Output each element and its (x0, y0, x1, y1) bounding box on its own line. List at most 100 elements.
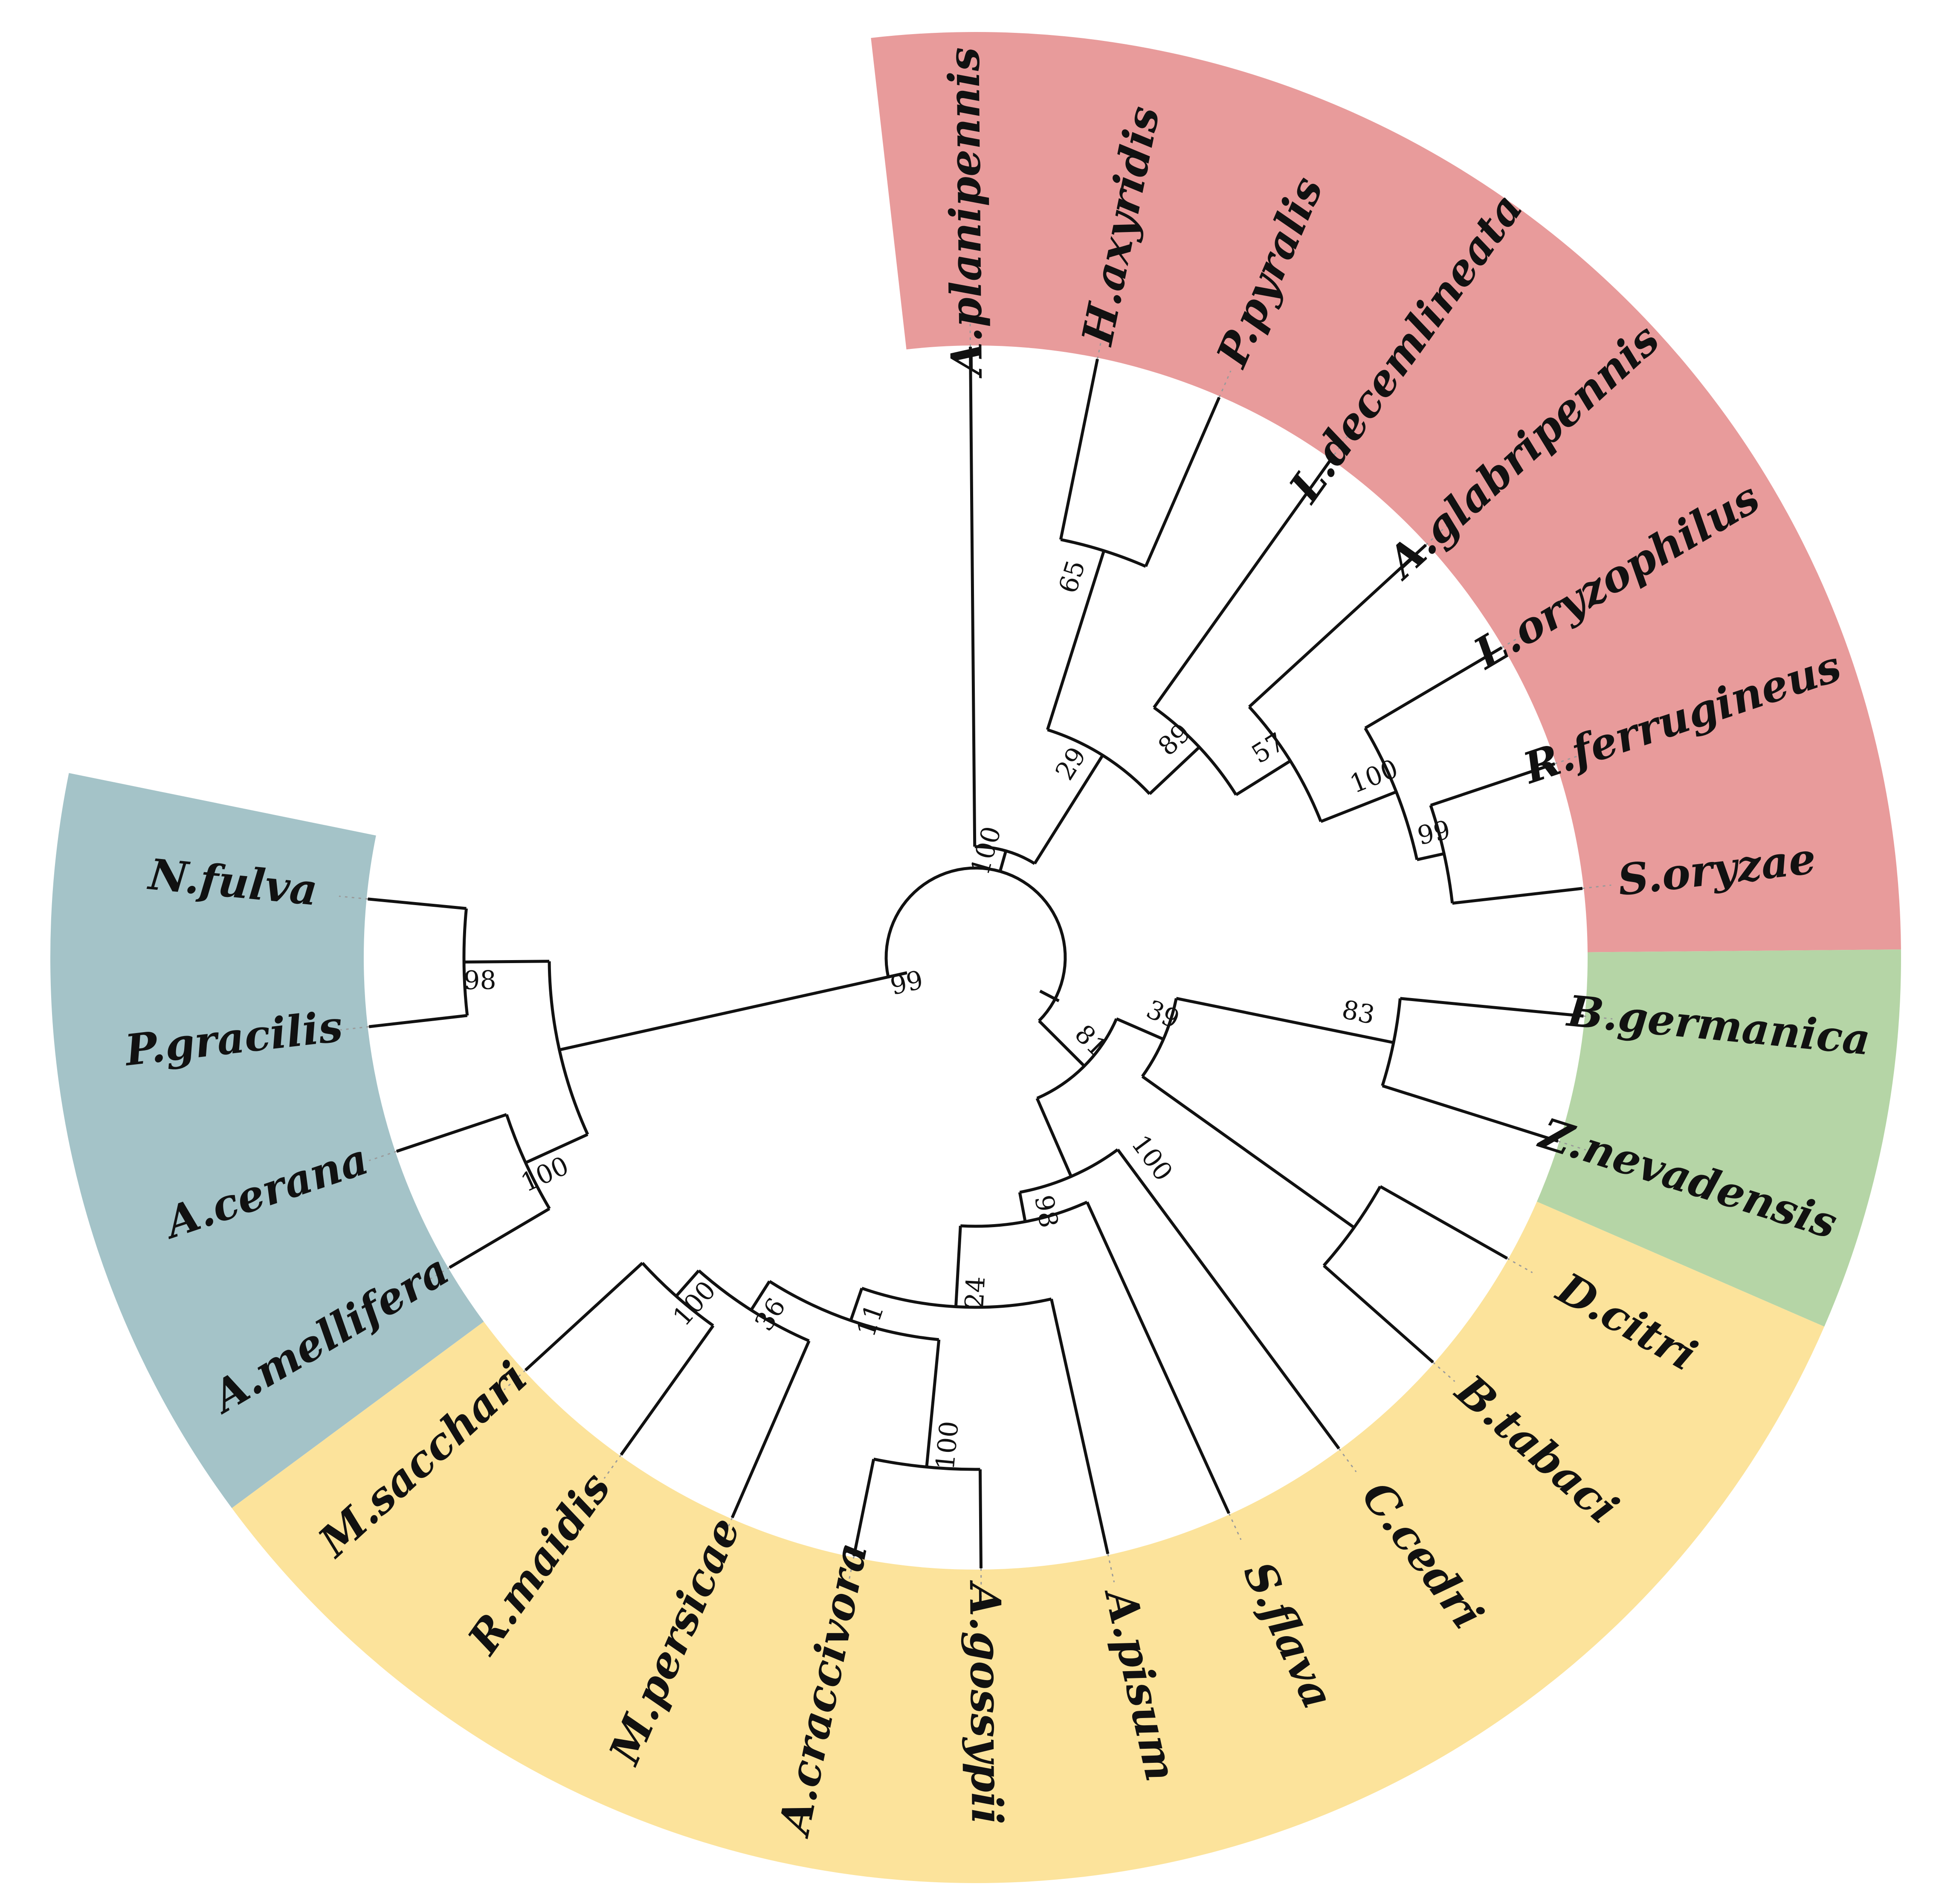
leader-line (1218, 370, 1232, 398)
tree-branches (368, 347, 1584, 1568)
leader-line (369, 1150, 397, 1161)
leader-line (424, 1267, 450, 1283)
branch-segment-7 (1323, 1264, 1434, 1364)
leader-line (1507, 1257, 1533, 1273)
clade-color-ring (50, 32, 1901, 1883)
branch-segment-22 (1116, 1149, 1139, 1178)
branch-arc (1322, 1186, 1382, 1267)
branch-segment-17 (620, 1324, 715, 1456)
branch-arc (960, 1201, 1088, 1228)
branch-segment-16 (675, 1269, 700, 1297)
branch-arc (1429, 804, 1454, 904)
leader-line (720, 1517, 733, 1545)
root-stub (1039, 990, 1060, 1002)
leader-line (1501, 632, 1527, 648)
branch-arc (698, 1269, 810, 1342)
clade-sector-hemiptera (232, 1202, 1825, 1883)
branch-arc (1047, 728, 1151, 795)
leader-line (1107, 1553, 1115, 1582)
branch-arc (1381, 998, 1402, 1086)
branch-segment-26 (525, 1133, 588, 1164)
branch-segment-25 (559, 971, 907, 1051)
leader-line (1425, 525, 1448, 546)
leader-line (1558, 1141, 1586, 1151)
branch-segment-42 (1320, 790, 1397, 823)
leader-line (340, 1026, 369, 1031)
branch-segment-37 (1144, 397, 1221, 567)
branch-segment-38 (1148, 746, 1200, 795)
branch-segment-20 (978, 1469, 983, 1568)
branch-arc (462, 908, 469, 1016)
support-value: 57 (1246, 727, 1290, 770)
support-value: 83 (1339, 995, 1377, 1030)
branch-arc (1019, 1148, 1119, 1194)
support-value: 99 (887, 965, 926, 1001)
leader-line (1338, 1448, 1357, 1472)
branch-segment-34 (1033, 754, 1104, 865)
branch-arc (768, 1280, 939, 1341)
branch-segment-31 (368, 897, 467, 910)
branch-segment-9 (1018, 1192, 1027, 1222)
branch-arc (1248, 705, 1322, 822)
branch-arc (1364, 727, 1419, 860)
leader-line (847, 1556, 855, 1585)
branch-segment-12 (1050, 1298, 1110, 1554)
branch-segment-28 (396, 1113, 507, 1153)
branch-segment-10 (1086, 1201, 1231, 1514)
branch-arc (1153, 706, 1238, 796)
branch-segment-19 (925, 1339, 941, 1467)
support-value: 65 (1053, 557, 1091, 597)
branch-segment-40 (1235, 760, 1291, 796)
leader-line (1097, 330, 1104, 360)
branch-arc (1141, 998, 1178, 1077)
branch-arc (873, 1457, 980, 1471)
support-value: 100 (1125, 1129, 1178, 1187)
branch-arc (861, 1287, 1052, 1309)
branch-segment-5 (1141, 1075, 1355, 1229)
branch-segment-35 (1046, 550, 1106, 730)
root-arc (884, 866, 1067, 1022)
support-value: 99 (1415, 815, 1453, 851)
label-leader-lines (339, 318, 1613, 1597)
branch-arc (974, 845, 1036, 865)
branch-arc (641, 1262, 714, 1327)
support-value: 39 (1142, 994, 1184, 1035)
leader-line (603, 1454, 622, 1479)
branch-arc (1060, 538, 1147, 568)
branch-segment-33 (969, 347, 977, 847)
branch-segment-15 (730, 1340, 811, 1518)
leader-line (1432, 1361, 1455, 1382)
leader-line (969, 318, 971, 347)
branch-segment-4 (1382, 1084, 1559, 1143)
leader-line (339, 895, 368, 900)
branch-segment-30 (368, 1014, 468, 1028)
leader-line (1554, 754, 1583, 765)
branch-segment-36 (1059, 359, 1099, 540)
support-value: 98 (464, 966, 496, 996)
taxon-label-a-planipennis: A.planipennis (939, 47, 992, 379)
branch-segment-2 (1176, 997, 1394, 1044)
branch-arc (505, 1114, 551, 1210)
branch-segment-0 (1038, 1019, 1086, 1067)
branch-segment-41 (1248, 543, 1427, 708)
branch-segment-1 (1116, 1017, 1164, 1041)
branch-arc (1036, 1018, 1118, 1100)
leader-line (1228, 1513, 1242, 1540)
branch-segment-13 (849, 1288, 864, 1321)
branch-segment-6 (1379, 1185, 1508, 1260)
branch-segment-39 (1153, 459, 1332, 708)
support-value: 24 (959, 1275, 991, 1309)
leader-line (1583, 1015, 1613, 1020)
leader-line (1330, 436, 1348, 461)
branch-segment-44 (1417, 852, 1445, 861)
branch-segment-21 (852, 1459, 875, 1556)
branch-segment-23 (1136, 1176, 1340, 1450)
branch-arc (548, 961, 589, 1135)
leader-line (1582, 884, 1611, 889)
branch-segment-45 (1430, 762, 1556, 807)
branch-segment-43 (1364, 646, 1503, 730)
branch-segment-8 (1035, 1097, 1073, 1177)
branch-segment-46 (1452, 887, 1583, 905)
branch-segment-27 (449, 1207, 551, 1269)
